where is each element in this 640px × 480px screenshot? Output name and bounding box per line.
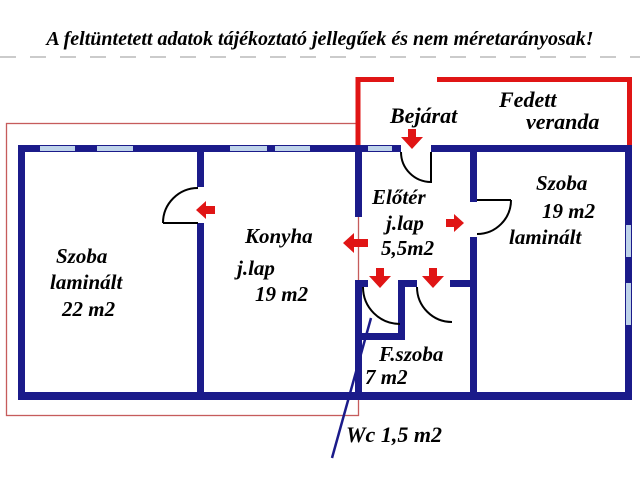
eloter-szoba-arrow-icon <box>446 214 464 232</box>
thin-red-outline <box>5 122 360 417</box>
wall-szoba-konyha-upper <box>197 145 204 187</box>
wall-bottom <box>18 392 632 400</box>
window-right-2 <box>626 283 631 325</box>
wall-wc-right <box>398 280 405 340</box>
wall-top-left <box>18 145 401 152</box>
wall-wc-bottom <box>355 333 405 340</box>
szoba-left-floor: laminált <box>50 270 123 294</box>
wall-eloter-szoba-lower <box>470 237 477 400</box>
eloter-area: 5,5m2 <box>381 236 435 260</box>
wall-eloter-szoba-upper <box>470 145 477 202</box>
fszoba-name: F.szoba <box>379 342 444 366</box>
konyha-door-arrow-icon <box>196 201 215 219</box>
wc-label: Wc 1,5 m2 <box>346 422 442 447</box>
entrance-label: Bejárat <box>390 103 458 128</box>
window-top-4 <box>275 146 310 151</box>
wall-konyha-eloter-upper <box>355 145 362 217</box>
eloter-floor: j.lap <box>386 211 424 235</box>
fszoba-door-arrow-icon <box>422 268 444 288</box>
szoba-left-name: Szoba <box>56 244 108 268</box>
fszoba-area: 7 m2 <box>365 365 408 389</box>
veranda-label-line2: veranda <box>526 109 600 134</box>
window-top-1 <box>40 146 75 151</box>
konyha-name: Konyha <box>245 224 313 248</box>
wall-szoba-konyha-lower <box>197 223 204 400</box>
szoba-right-floor: laminált <box>509 225 582 249</box>
disclaimer-text: A feltüntetett adatok tájékoztató jelleg… <box>46 28 594 50</box>
wall-left <box>18 145 25 400</box>
veranda-label-line1: Fedett <box>499 87 557 112</box>
wall-wc-top-b <box>398 280 417 287</box>
door-arc-wc <box>362 286 401 325</box>
door-arc-konyha <box>162 187 199 224</box>
eloter-konyha-arrow-icon <box>343 233 368 253</box>
szoba-right-area: 19 m2 <box>542 199 596 223</box>
veranda-outline-right <box>437 77 632 150</box>
wall-right <box>625 145 632 400</box>
wall-fszoba-top <box>450 280 477 287</box>
wall-wc-top-a <box>355 280 368 287</box>
konyha-floor: j.lap <box>237 256 275 280</box>
window-top-3 <box>230 146 267 151</box>
window-top-5 <box>368 146 392 151</box>
window-right-1 <box>626 225 631 257</box>
veranda-outline-left <box>355 77 394 150</box>
entrance-arrow-icon <box>401 129 423 149</box>
wc-pointer-line <box>330 317 373 459</box>
konyha-area: 19 m2 <box>255 282 309 306</box>
door-arc-entrance <box>400 151 432 183</box>
wc-door-arrow-icon <box>369 268 391 288</box>
szoba-right-name: Szoba <box>536 171 588 195</box>
window-top-2 <box>97 146 133 151</box>
eloter-name: Előtér <box>372 185 426 209</box>
door-arc-fszoba <box>416 286 453 323</box>
szoba-left-area: 22 m2 <box>62 297 116 321</box>
wall-top-right <box>431 145 632 152</box>
door-arc-szoba-right <box>476 199 512 235</box>
